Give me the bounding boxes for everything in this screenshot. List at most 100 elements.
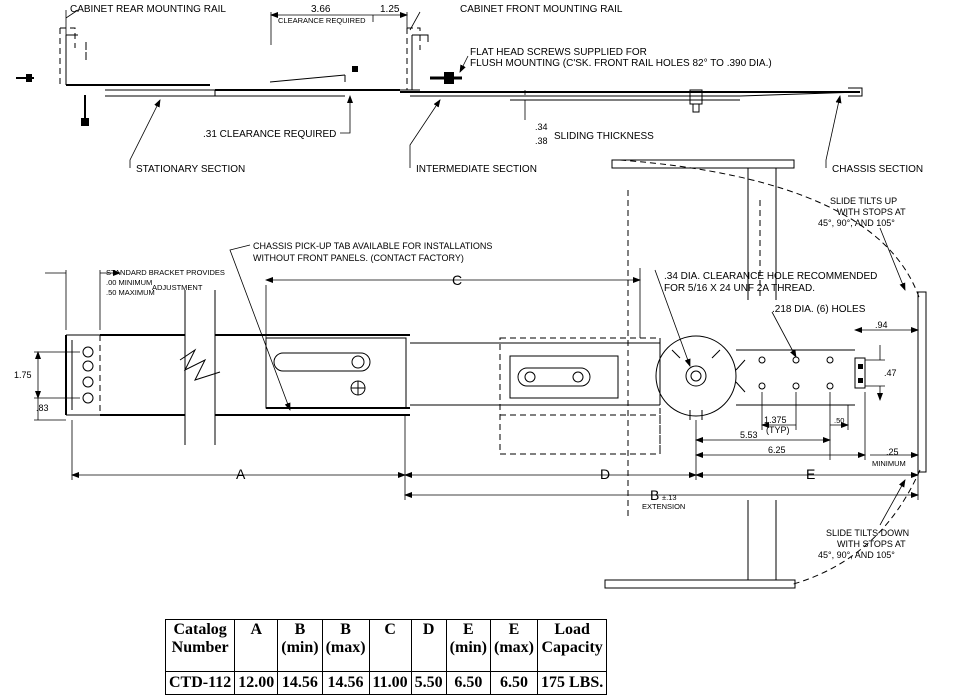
slide-drawing: CABINET REAR MOUNTING RAIL 3.66 CLEARANC… <box>14 4 927 589</box>
spec-row: CTD-112 12.00 14.56 14.56 11.00 5.50 6.5… <box>164 671 608 695</box>
front-tab-screw-2 <box>858 378 863 383</box>
label-pickup-1: CHASSIS PICK-UP TAB AVAILABLE FOR INSTAL… <box>253 241 492 251</box>
label-bracket-2: .00 MINIMUM <box>106 278 152 287</box>
chassis-hole-2 <box>758 382 766 390</box>
pivot-hub <box>655 335 737 417</box>
cell-e-max: 6.50 <box>490 671 538 695</box>
tilt-up-leader <box>879 227 906 291</box>
intermediate-body <box>410 342 660 406</box>
label-screws-1: FLAT HEAD SCREWS SUPPLIED FOR <box>470 47 647 58</box>
label-clearance-31: .31 CLEARANCE REQUIRED <box>203 129 336 140</box>
front-mount-hole-cross <box>351 381 365 395</box>
intermediate-slot-hole-1 <box>524 371 536 383</box>
header-d: D <box>410 619 447 672</box>
plan-view: CHASSIS PICK-UP TAB AVAILABLE FOR INSTAL… <box>14 241 919 511</box>
tilt-down-leader <box>879 479 906 526</box>
label-dim-83: .83 <box>36 403 49 413</box>
chassis-taper <box>739 91 861 97</box>
chassis-hole-1 <box>758 356 766 364</box>
break-lines <box>184 290 216 445</box>
tilt-up-slide <box>747 168 777 300</box>
bracket-hole-4 <box>82 392 94 404</box>
label-dim-c: C <box>452 272 462 288</box>
bracket-hole-3 <box>82 376 94 388</box>
label-hole-2: FOR 5/16 X 24 UNF 2A THREAD. <box>664 283 815 294</box>
bracket-hole-1 <box>82 346 94 358</box>
extension-hidden-line <box>500 414 661 455</box>
front-rail-leader <box>409 11 421 31</box>
cell-b-max: 14.56 <box>321 671 370 695</box>
clearance-hole-leader <box>654 269 691 367</box>
chassis-lock-notch <box>735 359 746 393</box>
intermediate-taper <box>269 74 346 83</box>
label-tilts-down-2: WITH STOPS AT <box>837 539 906 549</box>
label-pickup-2: WITHOUT FRONT PANELS. (CONTACT FACTORY) <box>253 253 464 263</box>
header-b-max: B(max) <box>321 619 370 672</box>
header-e-min: E(min) <box>445 619 492 672</box>
travel-stop <box>352 66 358 72</box>
cell-load-capacity: 175 LBS. <box>536 671 608 695</box>
intermediate-slot <box>517 367 591 387</box>
label-sliding-38: .38 <box>535 136 548 146</box>
front-tab-screw-1 <box>858 364 863 369</box>
label-dim-1375: 1.375 <box>764 415 787 425</box>
label-dim-a: A <box>236 466 246 482</box>
label-dim-553: 5.53 <box>740 430 758 440</box>
front-rail-outline <box>406 27 421 90</box>
rear-screw-bottom-head <box>81 118 89 126</box>
rear-bracket-edges <box>66 334 100 416</box>
rear-rail-outline <box>59 27 76 85</box>
label-typ: (TYP) <box>766 425 790 435</box>
tilt-up-panel <box>611 159 795 169</box>
break-zigzag <box>179 348 221 381</box>
label-dim-175: 1.75 <box>14 370 32 380</box>
chassis-hole-5 <box>826 356 834 364</box>
label-rear-rail: CABINET REAR MOUNTING RAIL <box>70 4 226 15</box>
clearance-31-leader <box>340 95 353 134</box>
cell-c: 11.00 <box>368 671 412 695</box>
screws-leader <box>459 55 469 73</box>
rear-rail-leader <box>65 9 79 35</box>
label-chassis-section: CHASSIS SECTION <box>832 164 923 175</box>
chassis-end <box>848 87 863 97</box>
label-intermediate-section: INTERMEDIATE SECTION <box>416 164 537 175</box>
bracket-hole-2 <box>82 360 94 372</box>
chassis-hole-6 <box>826 382 834 390</box>
intermediate-leader <box>409 99 441 168</box>
label-dim-625: 6.25 <box>768 445 786 455</box>
label-dim-50: .50 <box>834 416 844 425</box>
pivot-stem <box>692 103 700 113</box>
cell-b-min: 14.56 <box>277 671 323 695</box>
cell-d: 5.50 <box>410 671 447 695</box>
label-dim-b: B <box>650 487 659 503</box>
holes-218-leader <box>771 311 797 358</box>
label-dim-125: 1.25 <box>380 4 400 15</box>
header-c: C <box>368 619 412 672</box>
tilt-down-panel <box>604 579 796 589</box>
tilt-centerline <box>627 190 761 520</box>
tilt-down-arc <box>789 469 921 586</box>
front-panel <box>917 291 927 473</box>
cell-a: 12.00 <box>234 671 279 695</box>
bracket-adj-extensions <box>65 270 101 330</box>
rear-screw-head <box>26 74 32 82</box>
pivot-center <box>690 370 702 382</box>
label-dim-b-tol: ±.13 <box>662 493 677 502</box>
label-dim-e: E <box>806 466 815 482</box>
pickup-tab-leader <box>229 244 291 411</box>
pivot-notches <box>671 349 721 420</box>
label-dim-25: .25 <box>886 447 899 457</box>
header-a: A <box>234 619 279 672</box>
chassis-hole-3 <box>792 356 800 364</box>
front-rail <box>411 34 429 90</box>
label-bracket-3: .50 MAXIMUM <box>106 288 155 297</box>
label-extension: EXTENSION <box>642 502 685 511</box>
header-b-min: B(min) <box>277 619 323 672</box>
label-tilts-down-3: 45°, 90°, AND 105° <box>818 550 895 560</box>
tilt-down-slide <box>747 500 777 580</box>
pivot-clearance-hole <box>685 365 707 387</box>
chassis-leader <box>825 95 842 168</box>
